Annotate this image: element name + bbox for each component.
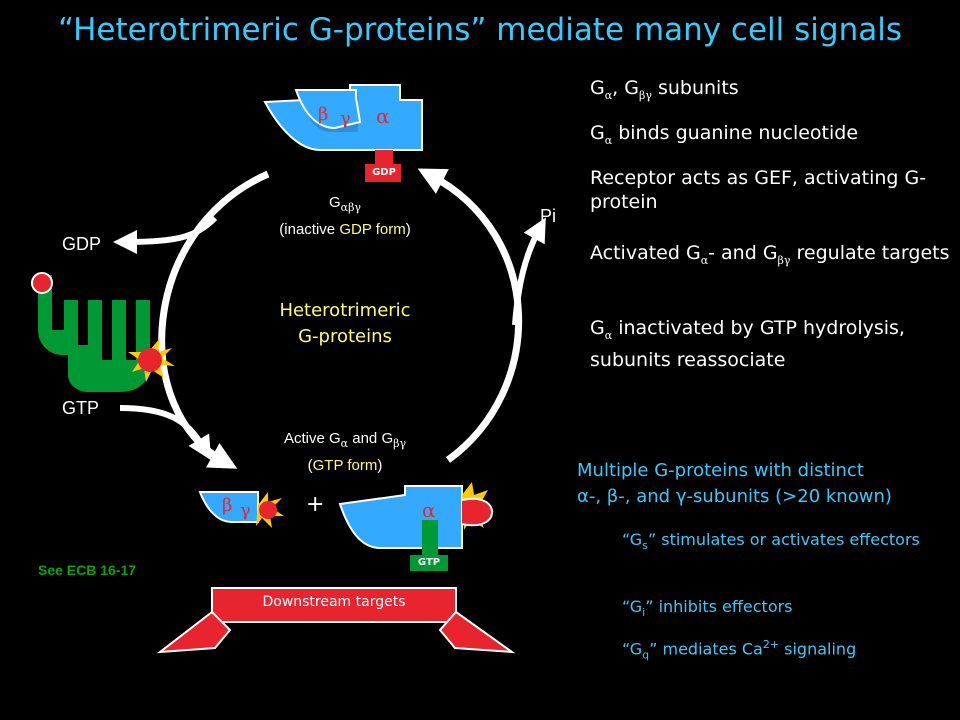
active-alpha-label: α: [422, 498, 436, 522]
downstream-arrow-icon: [156, 587, 516, 654]
bullet-subunits: Gα, Gβγ subunits: [590, 77, 739, 102]
receptor-starburst-icon: [128, 338, 175, 382]
bullet-nucleotide: Gα binds guanine nucleotide: [590, 122, 859, 147]
gtp-left-label: GTP: [62, 398, 100, 418]
pi-label: Pi: [540, 206, 557, 226]
ligand-icon: [31, 272, 53, 294]
bullet-activated: Activated Gα- and Gβγ regulate targets: [590, 242, 950, 267]
bullet-inactivated: Gα inactivated by GTP hydrolysis, subuni…: [590, 317, 905, 371]
gs-note: “Gs” stimulates or activates effectors: [622, 530, 920, 553]
center-label: Heterotrimeric G-proteins: [279, 300, 411, 347]
gq-note: “Gq” mediates Ca2+ signaling: [622, 638, 857, 662]
multiple-heading: Multiple G-proteins with distinct α-, β-…: [577, 458, 957, 510]
active-beta-label: β: [222, 495, 233, 516]
gtp-tag: GTP: [417, 557, 441, 568]
slide-title: “Heterotrimeric G-proteins” mediate many…: [58, 12, 902, 48]
multiple-line-1: Multiple G-proteins with distinct: [577, 460, 864, 481]
active-alpha-icon: [338, 482, 494, 571]
gdp-release-arrow: [113, 215, 218, 254]
inactive-gamma-label: γ: [340, 108, 351, 129]
inactive-form-label: Gαβγ (inactive GDP form): [279, 194, 411, 238]
gi-note: “Gi” inhibits effectors: [622, 597, 793, 620]
inactive-gprotein-icon: [263, 84, 423, 182]
gtp-entry-arrow: [119, 405, 212, 461]
gdp-tag: GDP: [372, 167, 396, 178]
see-ecb-reference: See ECB 16-17: [38, 562, 137, 578]
plus-sign: +: [306, 492, 325, 517]
active-gamma-label: γ: [240, 500, 251, 521]
receptor-icon: [38, 275, 150, 392]
active-betagamma-icon: [198, 491, 284, 528]
active-form-label: Active Gα and Gβγ (GTP form): [283, 430, 407, 474]
bullet-gef: Receptor acts as GEF, activating G-prote…: [590, 167, 927, 213]
multiple-line-2: α-, β-, and γ-subunits (>20 known): [577, 486, 892, 507]
gdp-left-label: GDP: [62, 234, 102, 254]
downstream-targets-label: Downstream targets: [262, 594, 406, 610]
inactive-alpha-label: α: [376, 104, 390, 128]
pi-release-arrow: [512, 217, 546, 326]
inactive-beta-label: β: [318, 104, 329, 125]
